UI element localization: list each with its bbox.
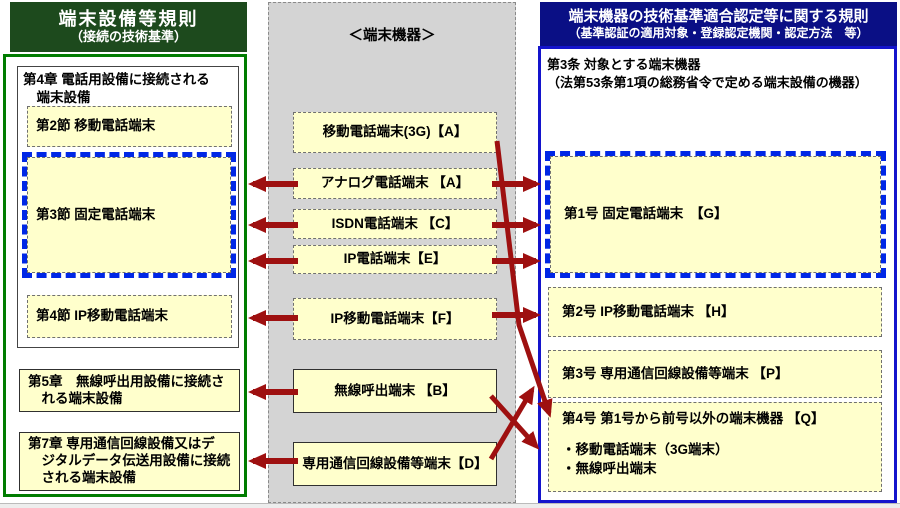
item2-ip-mobile-box: 第2号 IP移動電話端末 【H】: [548, 287, 882, 337]
right-panel-title: 端末機器の技術基準適合認定等に関する規則: [568, 7, 869, 25]
item4-bullet-paging: ・無線呼出端末: [562, 461, 657, 477]
chapter7-leased-line-box: 第7章 専用通信回線設備又はデ ジタルデータ伝送用設備に接続 される端末設備: [19, 432, 240, 491]
middle-box-isdn-phone: ISDN電話端末 【C】: [293, 209, 497, 239]
left-panel-subtitle: （接続の技術基準）: [69, 28, 187, 44]
article3-heading: 第3条 対象とする端末機器 （法第53条第1項の総務省令で定める端末設備の機器）: [547, 57, 868, 90]
section3-fixed-phone-box: 第3節 固定電話端末: [27, 157, 231, 273]
item1-fixed-phone-box: 第1号 固定電話端末 【G】: [550, 156, 881, 273]
right-panel-subtitle: （基準認証の適用対象・登録認定機関・認定方法 等）: [568, 25, 869, 40]
chapter5-label: 第5章 無線呼出用設備に接続さ れる端末設備: [28, 373, 225, 406]
middle-box-ip-phone-label: IP電話端末【E】: [343, 251, 447, 267]
left-panel-title: 端末設備等規則: [58, 9, 199, 30]
item3-leased-line-box: 第3号 専用通信回線設備等端末 【P】: [548, 350, 882, 398]
middle-box-leased-line-label: 専用通信回線設備等端末【D】: [302, 455, 488, 471]
item4-bullets: ・移動電話端末（3G端末） ・無線呼出端末: [562, 440, 729, 479]
middle-box-ip-mobile-label: IP移動電話端末【F】: [330, 310, 460, 326]
item4-title: 第4号 第1号から前号以外の端末機器 【Q】: [562, 411, 825, 426]
middle-box-ip-phone: IP電話端末【E】: [293, 245, 497, 274]
middle-box-radio-paging-label: 無線呼出端末 【B】: [334, 382, 456, 398]
item3-label: 第3号 専用通信回線設備等端末 【P】: [562, 365, 789, 381]
section4-label: 第4節 IP移動電話端末: [36, 308, 169, 324]
item1-highlight-border: 第1号 固定電話端末 【G】: [545, 151, 886, 278]
chapter5-radio-paging-box: 第5章 無線呼出用設備に接続さ れる端末設備: [19, 369, 240, 412]
section3-highlight-border: 第3節 固定電話端末: [22, 152, 236, 278]
middle-box-analog-phone-label: アナログ電話端末 【A】: [320, 175, 470, 191]
section3-label: 第3節 固定電話端末: [36, 206, 156, 222]
item4-other-equipment-box: 第4号 第1号から前号以外の端末機器 【Q】 ・移動電話端末（3G端末） ・無線…: [548, 402, 882, 492]
section2-label: 第2節 移動電話端末: [36, 118, 156, 134]
middle-box-leased-line: 専用通信回線設備等端末【D】: [293, 442, 497, 486]
item4-bullet-3g: ・移動電話端末（3G端末）: [562, 441, 729, 457]
left-panel-header: 端末設備等規則 （接続の技術基準）: [10, 2, 247, 52]
terminal-equipment-panel-title: ＜端末機器＞: [348, 28, 436, 44]
middle-box-3g-mobile-label: 移動電話端末(3G)【A】: [322, 124, 468, 140]
chapter4-heading: 第4章 電話用設備に接続される 端末設備: [23, 72, 210, 105]
middle-box-3g-mobile: 移動電話端末(3G)【A】: [293, 112, 497, 153]
item1-label: 第1号 固定電話端末 【G】: [564, 206, 728, 222]
middle-box-radio-paging: 無線呼出端末 【B】: [293, 369, 497, 413]
section4-ip-mobile-box: 第4節 IP移動電話端末: [27, 295, 232, 338]
middle-box-analog-phone: アナログ電話端末 【A】: [293, 168, 497, 199]
item2-label: 第2号 IP移動電話端末 【H】: [562, 303, 735, 319]
section2-mobile-phone-box: 第2節 移動電話端末: [27, 106, 232, 147]
middle-box-ip-mobile: IP移動電話端末【F】: [293, 298, 497, 340]
right-panel-header: 端末機器の技術基準適合認定等に関する規則 （基準認証の適用対象・登録認定機関・認…: [540, 2, 897, 46]
middle-box-isdn-phone-label: ISDN電話端末 【C】: [331, 215, 459, 231]
chapter7-label: 第7章 専用通信回線設備又はデ ジタルデータ伝送用設備に接続 される端末設備: [28, 436, 231, 485]
bottom-strip: [0, 503, 900, 508]
